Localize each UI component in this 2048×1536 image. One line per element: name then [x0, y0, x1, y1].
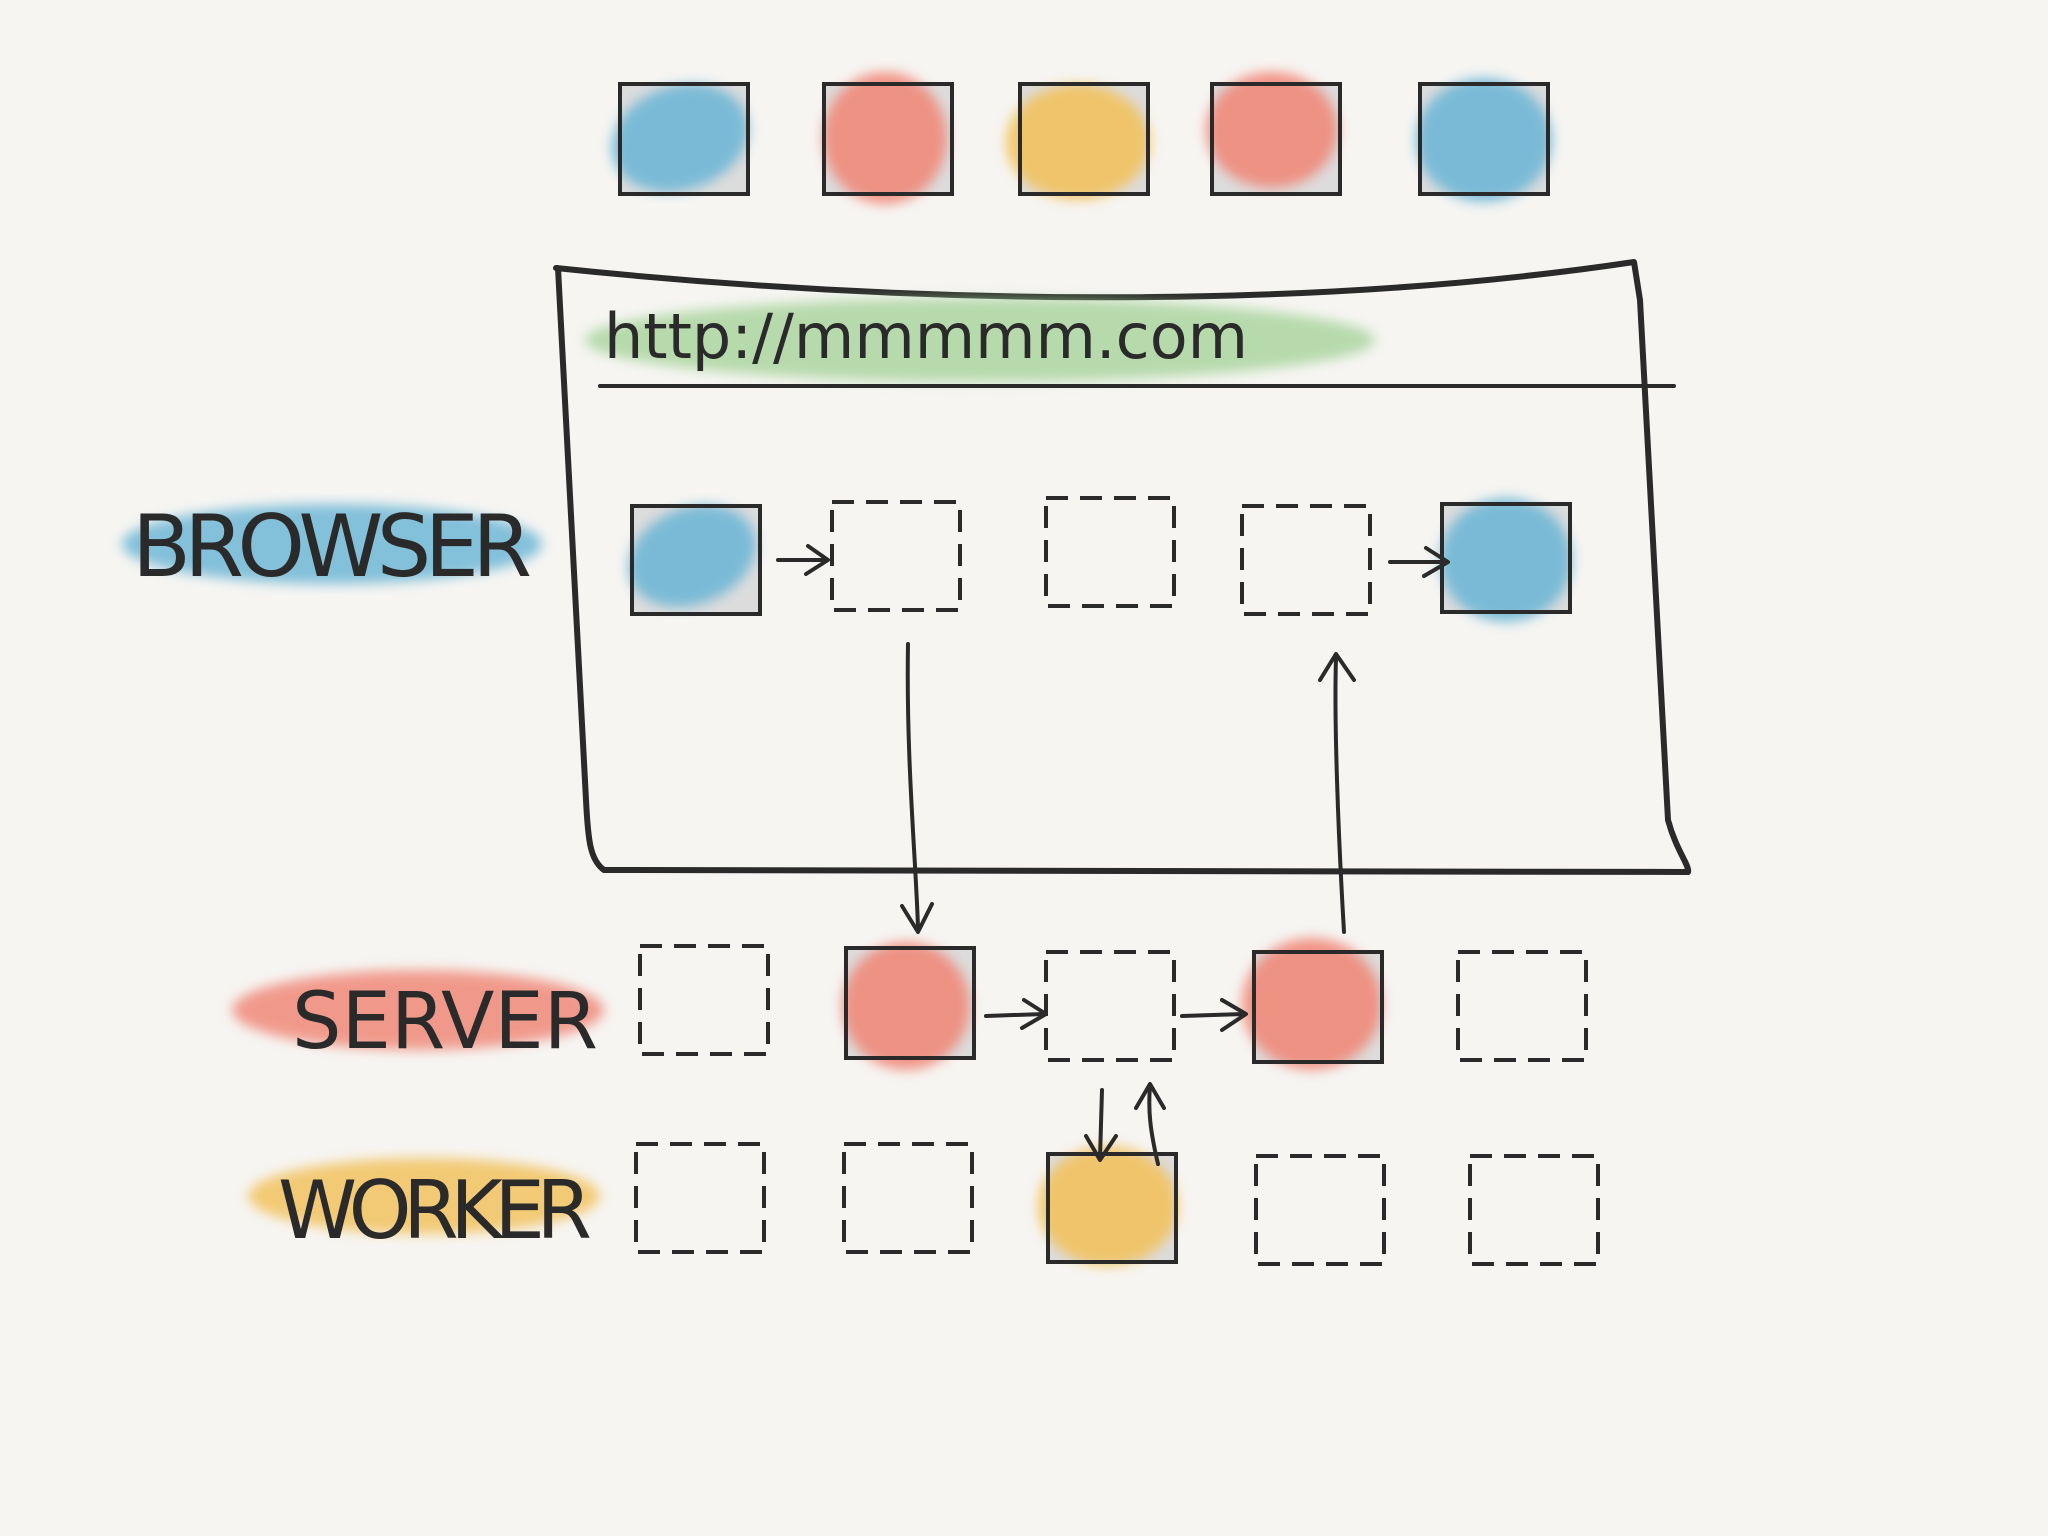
worker-slot-5 [1468, 1154, 1600, 1266]
url-text: http://mmmmm.com [604, 300, 1248, 373]
svg-text:WORKER: WORKER [278, 1164, 592, 1257]
browser-label: BROWSER [122, 497, 542, 597]
browser-slot-3 [1044, 496, 1176, 608]
top-token-1 [611, 82, 750, 196]
server-row [638, 938, 1588, 1070]
arrow-server-to-browser [1318, 652, 1356, 934]
server-token-4 [1242, 938, 1384, 1070]
top-token-3 [1006, 82, 1150, 200]
arrow-server-2-to-3 [984, 998, 1048, 1030]
browser-slot-2 [830, 500, 962, 612]
browser-token-1 [628, 504, 762, 616]
arrow-server-to-worker [1084, 1088, 1118, 1162]
top-token-row [611, 72, 1552, 204]
browser-row [628, 496, 1572, 622]
worker-slot-4 [1254, 1154, 1386, 1266]
worker-row [634, 1142, 1600, 1266]
blue-blob [1416, 78, 1552, 202]
arrow-browser-1-to-2 [776, 544, 830, 576]
arrow-worker-to-server [1134, 1082, 1166, 1166]
blue-blob [611, 84, 749, 192]
arrow-server-3-to-4 [1180, 998, 1248, 1032]
arrow-browser-to-server [900, 642, 934, 934]
server-label-highlight [232, 970, 604, 1050]
worker-slot-2 [842, 1142, 974, 1254]
browser-window: http://mmmmm.com [553, 259, 1692, 875]
red-blob [823, 72, 947, 204]
url-bar-highlight [585, 298, 1375, 382]
server-slot-1 [638, 944, 770, 1056]
yellow-blob [1006, 84, 1150, 200]
svg-text:SERVER: SERVER [292, 977, 598, 1067]
red-blob [1206, 72, 1338, 188]
arrow-browser-4-to-5 [1388, 546, 1450, 578]
server-slot-3 [1044, 950, 1176, 1062]
arrows [776, 544, 1450, 1166]
server-slot-5 [1456, 950, 1588, 1062]
worker-label-highlight [248, 1158, 600, 1234]
top-token-5 [1416, 78, 1552, 202]
svg-text:BROWSER: BROWSER [132, 497, 532, 597]
browser-token-5 [1440, 498, 1572, 622]
top-token-2 [822, 72, 954, 204]
browser-label-highlight [122, 504, 542, 584]
server-token-2 [842, 942, 976, 1070]
worker-token-3 [1038, 1146, 1178, 1266]
server-label: SERVER [232, 970, 604, 1067]
browser-slot-4 [1240, 504, 1372, 616]
browser-window-frame [553, 259, 1692, 875]
worker-slot-1 [634, 1142, 766, 1254]
worker-label: WORKER [248, 1158, 600, 1257]
top-token-4 [1206, 72, 1342, 196]
